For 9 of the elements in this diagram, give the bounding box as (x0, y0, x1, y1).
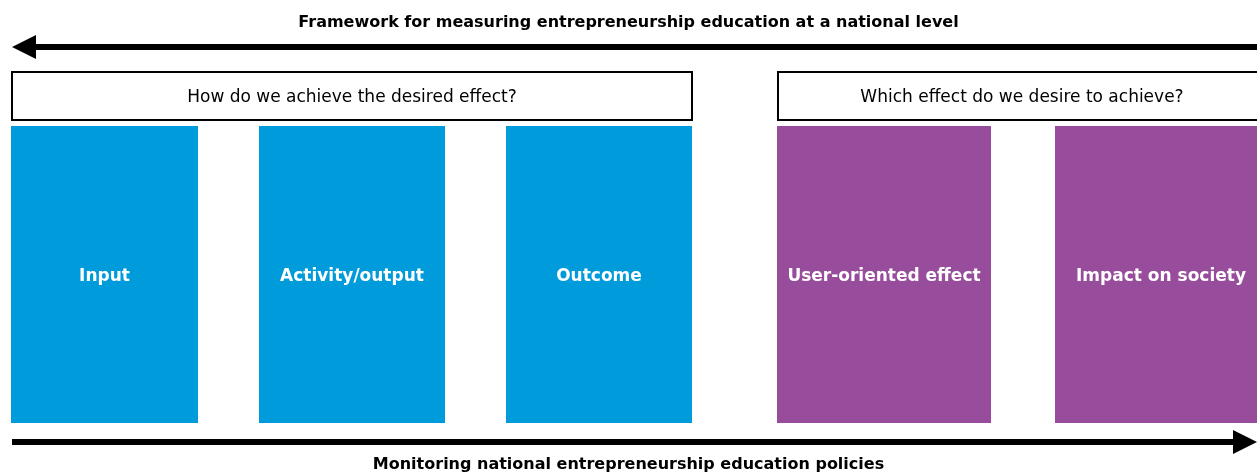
stage-box: User-oriented effect (777, 126, 991, 423)
question-box: Which effect do we desire to achieve? (777, 71, 1257, 121)
arrow-caption: Framework for measuring entrepreneurship education at a national level (298, 12, 959, 31)
stage-box: Input (11, 126, 198, 423)
stage-box: Impact on society (1055, 126, 1257, 423)
arrow-caption: Monitoring national entrepreneurship education policies (372, 454, 885, 473)
question-box: How do we achieve the desired effect? (11, 71, 693, 121)
stage-box: Outcome (506, 126, 692, 423)
stage-box: Activity/output (259, 126, 445, 423)
